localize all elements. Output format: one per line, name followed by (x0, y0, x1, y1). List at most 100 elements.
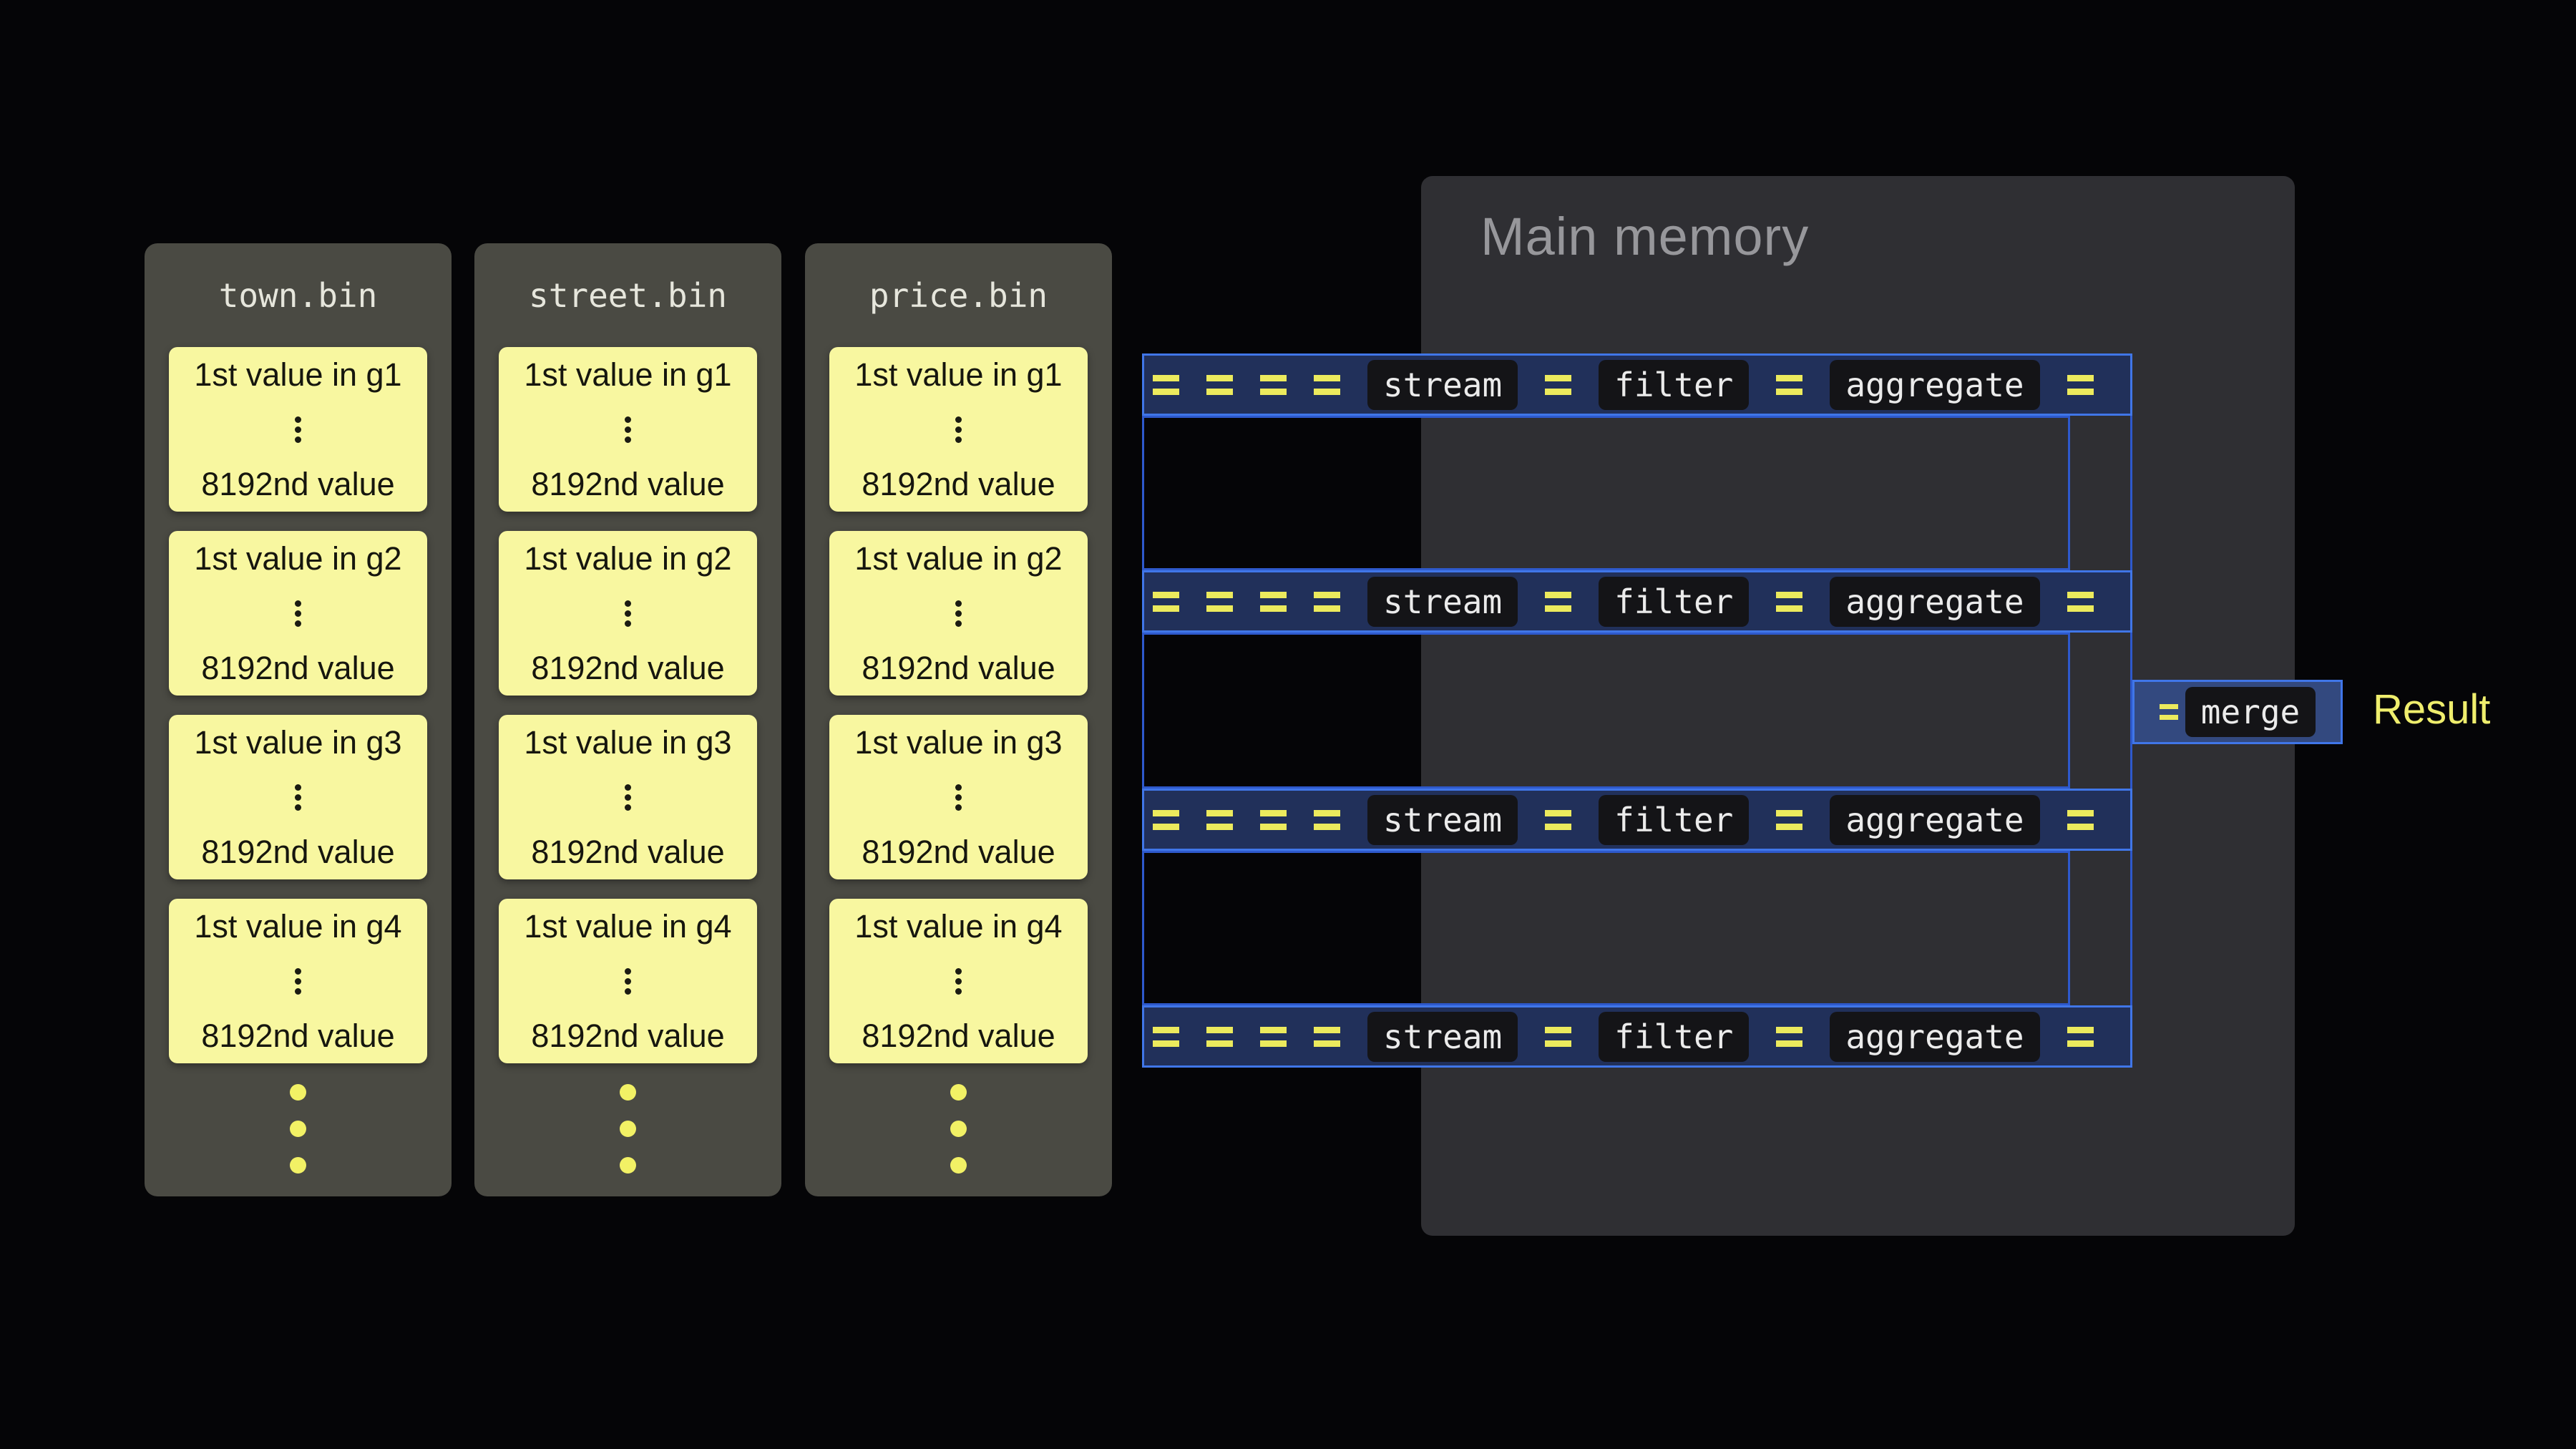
data-chunk-icon (1153, 591, 1179, 612)
data-chunk-icon (1314, 809, 1340, 830)
file-title: price.bin (869, 275, 1048, 315)
data-chunk-icon (1206, 374, 1233, 395)
data-chunk-icon (2067, 809, 2094, 830)
file-block-g4: 1st value in g4 8192nd value (829, 899, 1088, 1063)
vertical-ellipsis-icon (625, 965, 631, 998)
vertical-ellipsis-icon (295, 597, 301, 630)
file-block-g2: 1st value in g2 8192nd value (829, 531, 1088, 696)
block-first-value: 1st value in g3 (194, 724, 402, 761)
op-badge-merge: merge (2185, 687, 2316, 737)
op-badge-stream: stream (1367, 359, 1518, 410)
file-block-g4: 1st value in g4 8192nd value (499, 899, 757, 1063)
op-badge-filter: filter (1599, 794, 1750, 845)
op-badge-stream: stream (1367, 576, 1518, 627)
pipeline-row-3: stream filter aggregate (1142, 789, 2132, 851)
file-title: town.bin (218, 275, 378, 315)
data-chunk-icon (1776, 374, 1803, 395)
data-chunk-icon (1776, 591, 1803, 612)
file-block-g4: 1st value in g4 8192nd value (169, 899, 427, 1063)
block-last-value: 8192nd value (531, 649, 725, 686)
pipeline-connector-2-3 (1142, 633, 2070, 789)
vertical-ellipsis-icon (295, 781, 301, 814)
more-groups-ellipsis-icon (145, 1084, 452, 1174)
block-last-value: 8192nd value (531, 465, 725, 502)
group-blocks: 1st value in g1 8192nd value 1st value i… (499, 347, 757, 1063)
file-block-g1: 1st value in g1 8192nd value (499, 347, 757, 512)
block-first-value: 1st value in g2 (194, 540, 402, 577)
file-block-g1: 1st value in g1 8192nd value (829, 347, 1088, 512)
file-block-g2: 1st value in g2 8192nd value (169, 531, 427, 696)
file-block-g2: 1st value in g2 8192nd value (499, 531, 757, 696)
block-last-value: 8192nd value (201, 1017, 395, 1054)
more-groups-ellipsis-icon (805, 1084, 1112, 1174)
more-groups-ellipsis-icon (474, 1084, 781, 1174)
op-badge-stream: stream (1367, 1011, 1518, 1062)
vertical-ellipsis-icon (625, 597, 631, 630)
vertical-ellipsis-icon (625, 781, 631, 814)
block-last-value: 8192nd value (531, 1017, 725, 1054)
data-chunk-icon (1260, 591, 1287, 612)
op-badge-aggregate: aggregate (1830, 576, 2040, 627)
file-block-g3: 1st value in g3 8192nd value (829, 715, 1088, 879)
vertical-ellipsis-icon (625, 413, 631, 447)
data-chunk-icon (1314, 374, 1340, 395)
file-block-g3: 1st value in g3 8192nd value (499, 715, 757, 879)
file-block-g3: 1st value in g3 8192nd value (169, 715, 427, 879)
block-first-value: 1st value in g4 (194, 908, 402, 945)
group-blocks: 1st value in g1 8192nd value 1st value i… (169, 347, 427, 1063)
data-chunk-icon (1545, 1026, 1572, 1047)
data-chunk-icon (1206, 591, 1233, 612)
block-last-value: 8192nd value (862, 833, 1055, 870)
data-chunk-icon (1206, 1026, 1233, 1047)
data-chunk-icon (1776, 809, 1803, 830)
block-last-value: 8192nd value (531, 833, 725, 870)
block-first-value: 1st value in g3 (524, 724, 732, 761)
file-title: street.bin (529, 275, 727, 315)
vertical-ellipsis-icon (955, 413, 962, 447)
data-chunk-icon (1545, 374, 1572, 395)
data-chunk-icon (1776, 1026, 1803, 1047)
op-badge-filter: filter (1599, 1011, 1750, 1062)
vertical-ellipsis-icon (955, 965, 962, 998)
op-badge-filter: filter (1599, 576, 1750, 627)
pipeline-connector-1-2 (1142, 416, 2070, 570)
vertical-ellipsis-icon (955, 781, 962, 814)
vertical-ellipsis-icon (295, 413, 301, 447)
block-first-value: 1st value in g4 (524, 908, 732, 945)
block-first-value: 1st value in g1 (854, 356, 1063, 393)
file-column-street: street.bin 1st value in g1 8192nd value … (474, 243, 781, 1196)
file-column-town: town.bin 1st value in g1 8192nd value 1s… (145, 243, 452, 1196)
data-chunk-icon (1153, 374, 1179, 395)
block-first-value: 1st value in g2 (524, 540, 732, 577)
data-chunk-icon (1314, 1026, 1340, 1047)
data-chunk-icon (1260, 809, 1287, 830)
data-chunk-icon (1260, 374, 1287, 395)
op-badge-aggregate: aggregate (1830, 794, 2040, 845)
vertical-ellipsis-icon (295, 965, 301, 998)
op-badge-aggregate: aggregate (1830, 359, 2040, 410)
main-memory-title: Main memory (1480, 207, 1810, 266)
op-badge-aggregate: aggregate (1830, 1011, 2040, 1062)
data-chunk-icon (1153, 1026, 1179, 1047)
result-label: Result (2373, 686, 2491, 733)
vertical-ellipsis-icon (955, 597, 962, 630)
file-block-g1: 1st value in g1 8192nd value (169, 347, 427, 512)
data-chunk-icon (2067, 1026, 2094, 1047)
data-chunk-icon (1545, 591, 1572, 612)
data-chunk-icon (1153, 809, 1179, 830)
pipeline-connector-3-4 (1142, 851, 2070, 1005)
op-badge-filter: filter (1599, 359, 1750, 410)
data-chunk-icon (2067, 591, 2094, 612)
merge-node: merge (2132, 680, 2343, 744)
block-last-value: 8192nd value (862, 1017, 1055, 1054)
pipeline-row-2: stream filter aggregate (1142, 570, 2132, 633)
data-chunk-icon (2067, 374, 2094, 395)
op-badge-stream: stream (1367, 794, 1518, 845)
data-chunk-icon (1314, 591, 1340, 612)
block-first-value: 1st value in g4 (854, 908, 1063, 945)
file-column-price: price.bin 1st value in g1 8192nd value 1… (805, 243, 1112, 1196)
data-chunk-icon (1545, 809, 1572, 830)
block-last-value: 8192nd value (201, 649, 395, 686)
block-first-value: 1st value in g1 (194, 356, 402, 393)
